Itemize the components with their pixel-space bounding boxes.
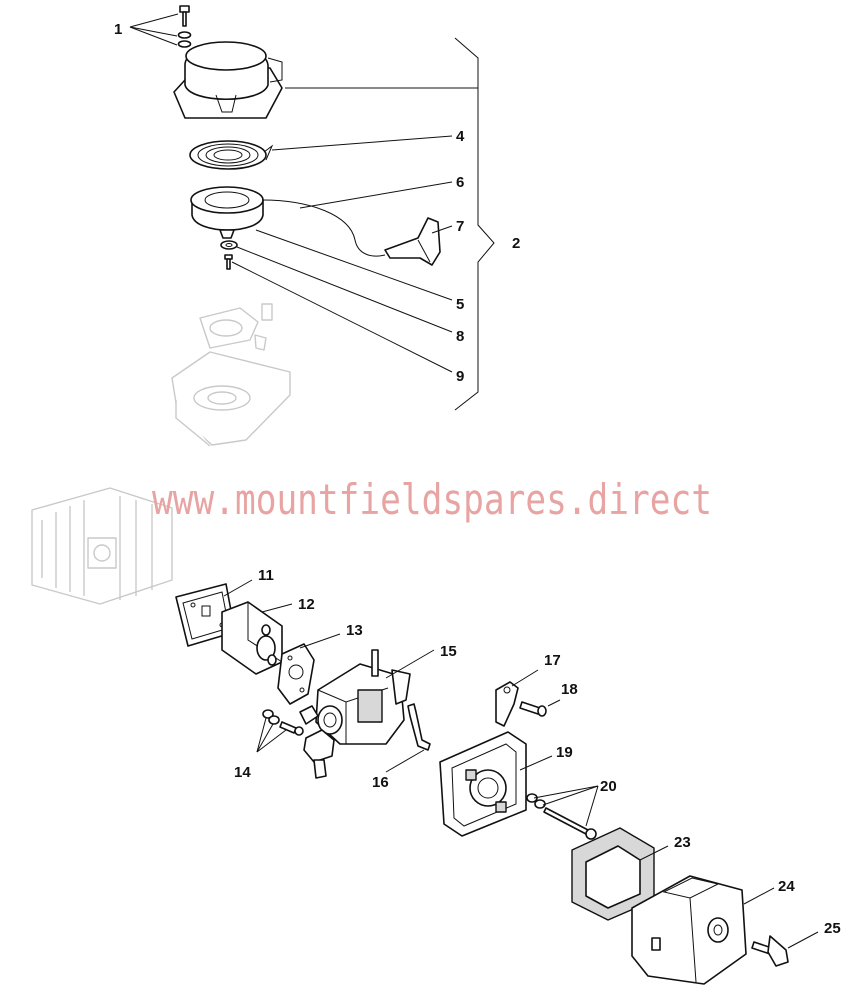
part-label-19: 19	[556, 744, 573, 761]
part-label-9: 9	[456, 368, 464, 385]
recoil-spring-part	[189, 140, 274, 170]
part-label-7: 7	[456, 218, 464, 235]
ghost-engine-housing	[171, 303, 291, 447]
part-label-8: 8	[456, 328, 464, 345]
air-filter-cover-part	[631, 875, 747, 985]
part-label-1: 1	[114, 21, 122, 38]
part-label-25: 25	[824, 920, 841, 937]
washer-part	[220, 240, 238, 250]
starter-screw-part	[177, 5, 192, 48]
air-filter-element-part	[571, 827, 655, 921]
watermark-text: www.mountfieldspares.direct	[152, 475, 712, 524]
part-label-18: 18	[561, 681, 578, 698]
filter-base-screw-part	[526, 793, 597, 840]
part-label-16: 16	[372, 774, 389, 791]
starter-rope-part	[261, 199, 386, 257]
carb-mount-screw-part	[262, 709, 304, 736]
part-label-4: 4	[456, 128, 465, 145]
starter-handle-part	[384, 217, 441, 266]
part-label-12: 12	[298, 596, 315, 613]
part-label-23: 23	[674, 834, 691, 851]
part-label-17: 17	[544, 652, 561, 669]
choke-plate-part	[495, 681, 519, 727]
part-label-2: 2	[512, 235, 520, 252]
part-label-5: 5	[456, 296, 464, 313]
part-label-24: 24	[778, 878, 795, 895]
plate-screw-part	[519, 701, 547, 717]
carburettor-part	[299, 649, 411, 779]
cover-knob-screw-part	[751, 935, 789, 967]
pulley-screw-part	[224, 254, 233, 270]
ghost-cylinder-block	[31, 487, 173, 605]
part-label-11: 11	[258, 567, 274, 584]
part-label-20: 20	[600, 778, 617, 795]
throttle-linkage-part	[407, 703, 431, 751]
air-filter-base-part	[439, 731, 527, 837]
part-label-15: 15	[440, 643, 457, 660]
part-label-14: 14	[234, 764, 251, 781]
starter-pulley-part	[190, 186, 264, 239]
insulator-part	[221, 601, 283, 675]
group-bracket	[454, 37, 495, 411]
starter-housing-part	[173, 41, 283, 119]
part-label-13: 13	[346, 622, 363, 639]
carb-gasket-part	[277, 643, 315, 705]
part-label-6: 6	[456, 174, 464, 191]
